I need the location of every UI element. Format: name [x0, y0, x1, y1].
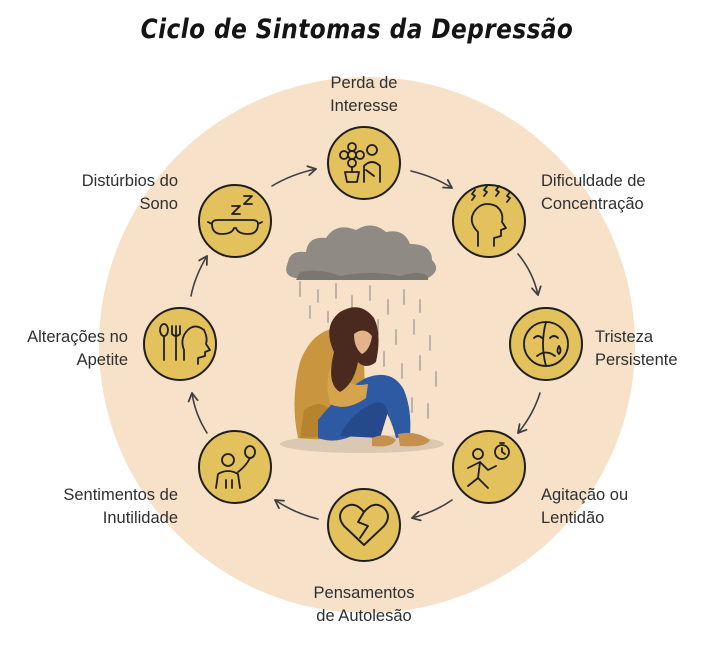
sleep-mask-icon	[207, 195, 263, 235]
symptom-node-apetite	[143, 307, 217, 381]
sad-woman-illustration	[280, 307, 444, 453]
person-balloon-icon	[215, 445, 256, 489]
fork-knife-head-icon	[159, 323, 211, 365]
symptom-node-agitacao	[452, 430, 526, 504]
arrow-perda-to-concentracao	[410, 170, 453, 189]
arrow-inutilidade-to-apetite	[187, 392, 208, 434]
symptom-node-concentracao	[452, 184, 526, 258]
sad-face-icon	[523, 321, 569, 367]
symptom-node-perda	[327, 126, 401, 200]
arrow-concentracao-to-tristeza	[517, 253, 542, 296]
cycle-arrows	[187, 165, 542, 522]
arrow-apetite-to-sono	[190, 255, 208, 297]
arrow-sono-to-perda	[271, 165, 317, 187]
diagram-title: Ciclo de Sintomas da Depressão	[140, 14, 574, 45]
distracted-head-icon	[470, 185, 511, 247]
arrow-tristeza-to-agitacao	[517, 392, 541, 434]
rain-cloud-icon	[286, 225, 437, 419]
arrow-autolesao-to-inutilidade	[274, 499, 319, 520]
symptom-node-inutilidade	[198, 430, 272, 504]
broken-heart-icon	[339, 503, 389, 546]
flower-hobbies-icon	[339, 142, 381, 183]
symptom-node-autolesao	[327, 488, 401, 562]
symptom-node-sono	[198, 184, 272, 258]
running-stopwatch-icon	[467, 442, 510, 489]
arrow-agitacao-to-autolesao	[411, 499, 453, 522]
symptom-node-tristeza	[509, 307, 583, 381]
